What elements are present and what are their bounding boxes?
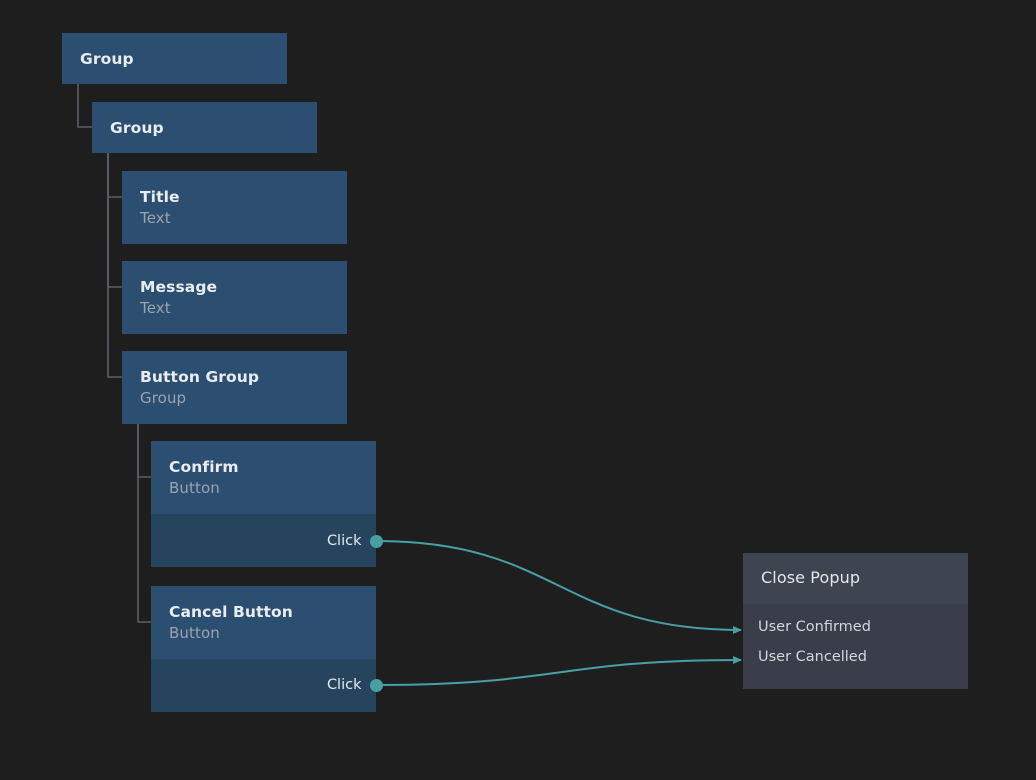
node-title-confirm-button: Confirm	[169, 457, 239, 476]
tree-connector-link-bg-to-cancel	[137, 424, 151, 623]
output-port-label-cancel-click: Click	[326, 676, 362, 693]
node-subtitle-title-text: Text	[140, 208, 171, 227]
tree-connector-link-bg-to-confirm	[137, 424, 151, 478]
node-body-confirm-button: Click	[151, 514, 383, 567]
node-title-button-group: Button Group	[140, 367, 260, 386]
node-title-message-text: Message	[140, 277, 218, 296]
tree-connector-link-group-to-buttongroup	[107, 153, 122, 378]
node-subtitle-message-text: Text	[140, 298, 171, 317]
node-title-group-child: Group	[110, 118, 164, 137]
output-port-label-confirm-click: Click	[326, 532, 362, 549]
node-header-close-popup[interactable]: Close Popup	[743, 553, 968, 604]
input-port-user-confirmed[interactable]: User Confirmed	[743, 612, 968, 642]
tree-connector-link-root-to-group-child	[77, 84, 92, 128]
input-port-user-cancelled[interactable]: User Cancelled	[743, 642, 968, 672]
node-subtitle-cancel-button: Button	[169, 623, 220, 642]
node-title-close-popup: Close Popup	[761, 568, 861, 588]
output-port-dot-cancel-click[interactable]	[369, 678, 383, 692]
node-subtitle-confirm-button: Button	[169, 478, 220, 497]
output-port-cancel-click[interactable]: Click	[151, 675, 383, 695]
input-port-label-user-cancelled: User Cancelled	[758, 648, 867, 665]
connection-edge-confirm[interactable]	[375, 540, 742, 634]
graph-node-group-root[interactable]: Group	[62, 33, 287, 84]
output-port-confirm-click[interactable]: Click	[151, 531, 383, 551]
output-port-dot-confirm-click[interactable]	[369, 534, 383, 548]
node-header-group-child[interactable]: Group	[92, 102, 317, 153]
tree-connector-link-group-to-title	[107, 153, 122, 198]
node-title-title-text: Title	[140, 187, 180, 206]
node-header-group-root[interactable]: Group	[62, 33, 287, 84]
connection-edge-cancel[interactable]	[375, 656, 742, 686]
node-title-cancel-button: Cancel Button	[169, 602, 293, 621]
node-title-group-root: Group	[80, 49, 134, 68]
input-port-label-user-confirmed: User Confirmed	[758, 618, 871, 635]
tree-connector-link-group-to-message	[107, 153, 122, 288]
node-body-cancel-button: Click	[151, 659, 383, 712]
graph-node-group-child[interactable]: Group	[92, 102, 317, 153]
node-subtitle-button-group: Group	[140, 388, 187, 407]
